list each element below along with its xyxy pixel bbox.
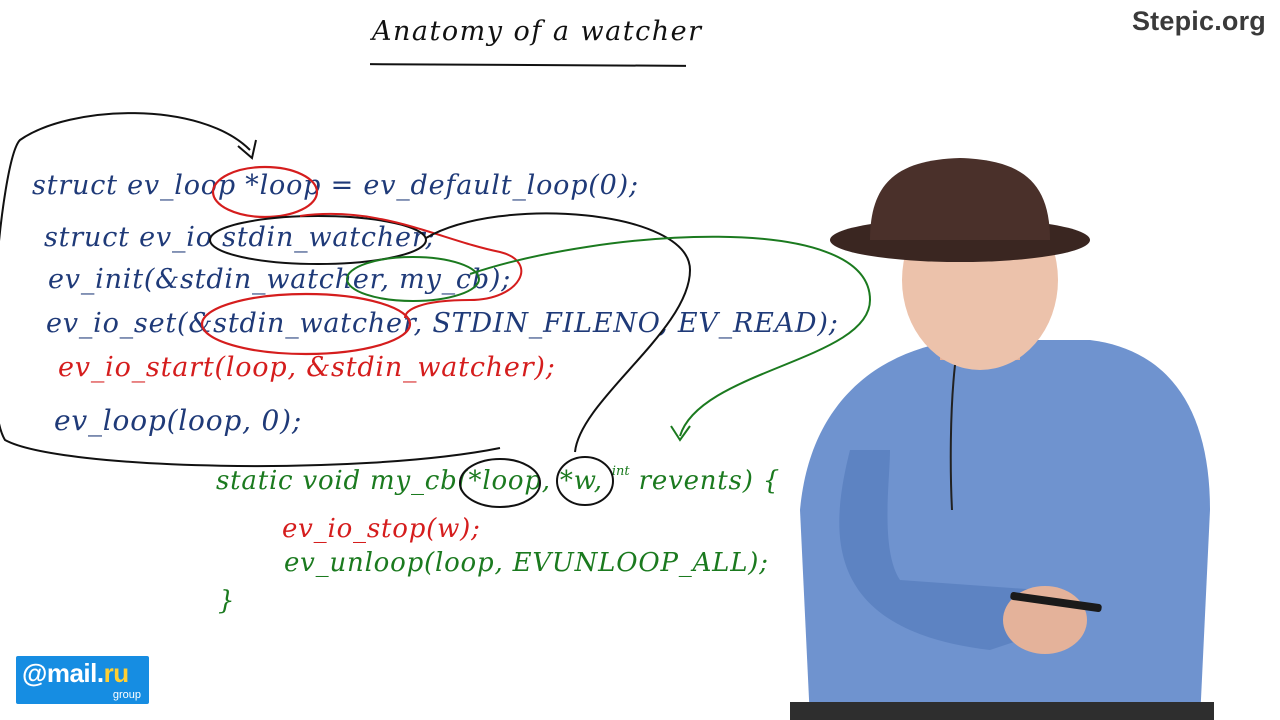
- code-callback-stop: ev_io_stop(w);: [282, 514, 481, 544]
- marker-pen: [1010, 592, 1102, 612]
- logo-sub-text: group: [112, 689, 141, 701]
- presenter-figure: [790, 158, 1214, 720]
- mailru-group-logo: @mail.ru group: [16, 656, 149, 704]
- presenter-arm: [839, 450, 1050, 650]
- board-title: Anatomy of a watcher: [372, 16, 703, 47]
- callback-signature-start: static void my_cb(*loop, *w,: [216, 466, 612, 496]
- code-line-ev-loop: ev_loop(loop, 0);: [54, 404, 303, 437]
- hat-crown: [870, 158, 1050, 240]
- logo-main-mail: @mail: [22, 658, 97, 688]
- callback-int-annotation: int: [611, 464, 630, 479]
- code-line-ev-io-set: ev_io_set(&stdin_watcher, STDIN_FILENO, …: [46, 308, 839, 339]
- logo-dot: .: [96, 658, 104, 688]
- desk-keyboard: [790, 702, 1214, 720]
- callback-signature-end: revents) {: [629, 466, 781, 496]
- mic-cable: [949, 364, 956, 511]
- green-arrow-head: [670, 425, 691, 442]
- black-arrow-head: [237, 139, 257, 160]
- code-line-ev-init: ev_init(&stdin_watcher, my_cb);: [48, 264, 512, 295]
- code-line-watcher-decl: struct ev_io stdin_watcher;: [44, 222, 436, 253]
- logo-ru: ru: [103, 658, 130, 688]
- code-callback-signature: static void my_cb(*loop, *w, int revents…: [216, 464, 780, 496]
- code-line-loop: struct ev_loop *loop = ev_default_loop(0…: [32, 170, 639, 201]
- code-line-ev-io-start: ev_io_start(loop, &stdin_watcher);: [58, 352, 556, 383]
- code-callback-unloop: ev_unloop(loop, EVUNLOOP_ALL);: [284, 548, 769, 578]
- title-underline: [369, 63, 687, 67]
- code-callback-close: }: [218, 586, 236, 616]
- site-brand: Stepic.org: [1131, 6, 1266, 36]
- logo-main-text: @mail.ru: [22, 658, 129, 689]
